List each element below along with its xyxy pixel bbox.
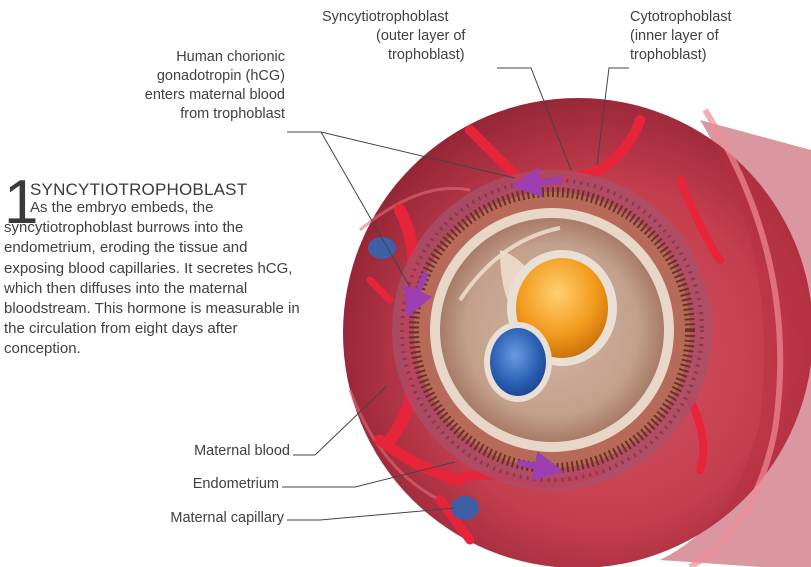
label-hcg-line1: Human chorionic [80,48,285,67]
label-syncytiotrophoblast-line3: trophoblast) [322,46,512,65]
label-cytotrophoblast-line3: trophoblast) [630,46,790,65]
label-syncytiotrophoblast-line1: Syncytiotrophoblast [322,8,512,27]
label-maternal-blood-text: Maternal blood [194,443,290,459]
label-hcg-line4: from trophoblast [80,105,285,124]
label-cytotrophoblast-line2: (inner layer of [630,27,790,46]
step-body: As the embryo embeds, the syncytiotropho… [4,178,304,360]
label-maternal-blood: Maternal blood [120,442,290,461]
label-endometrium-text: Endometrium [193,476,279,492]
label-endometrium: Endometrium [100,475,279,494]
label-maternal-capillary-text: Maternal capillary [170,510,284,526]
label-hcg-line3: enters maternal blood [80,86,285,105]
label-syncytiotrophoblast-line2: (outer layer of [322,27,512,46]
label-hcg: Human chorionic gonadotropin (hCG) enter… [80,48,285,124]
label-cytotrophoblast-line1: Cytotrophoblast [630,8,790,27]
label-cytotrophoblast: Cytotrophoblast (inner layer of trophobl… [630,8,790,65]
label-maternal-capillary: Maternal capillary [80,509,284,528]
label-syncytiotrophoblast: Syncytiotrophoblast (outer layer of trop… [322,8,512,65]
label-hcg-line2: gonadotropin (hCG) [80,67,285,86]
